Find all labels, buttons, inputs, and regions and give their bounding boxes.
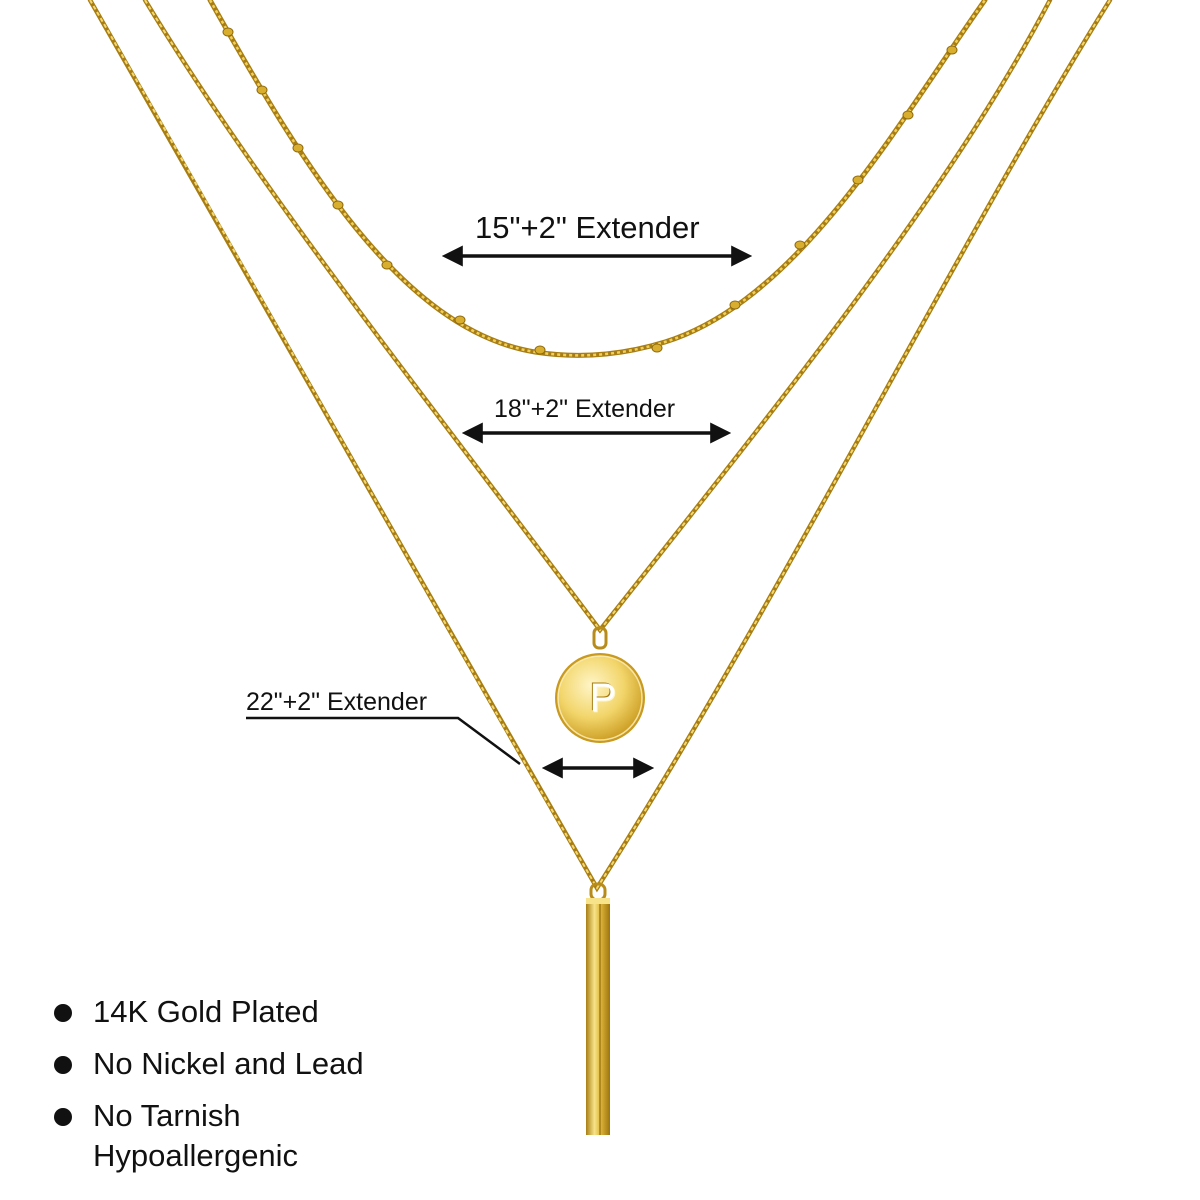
- feature-item: No Nickel and Lead: [52, 1044, 364, 1084]
- bar-pendant: [586, 882, 610, 1135]
- chain-18-length-label: 18"+2" Extender: [494, 395, 676, 423]
- disc-pendant-chain: [142, 0, 1053, 634]
- feature-text: Hypoallergenic: [93, 1138, 299, 1173]
- chain-15-length-label: 15"+2" Extender: [475, 210, 700, 245]
- feature-text: 14K Gold Plated: [93, 994, 319, 1029]
- feature-list: 14K Gold Plated No Nickel and Lead No Ta…: [52, 992, 364, 1188]
- pendant-initial: P: [589, 676, 617, 720]
- disc-pendant: [555, 626, 645, 743]
- chain-22-length-label: 22"+2" Extender: [246, 688, 428, 716]
- feature-item: 14K Gold Plated: [52, 992, 364, 1032]
- chain-22-leader-line: [246, 716, 521, 766]
- feature-item: No Tarnish Hypoallergenic: [52, 1096, 364, 1176]
- satellite-chain: [207, 0, 988, 358]
- feature-text: No Nickel and Lead: [93, 1046, 364, 1081]
- bar-pendant-chain: [87, 0, 1113, 893]
- feature-text: No Tarnish: [93, 1098, 241, 1133]
